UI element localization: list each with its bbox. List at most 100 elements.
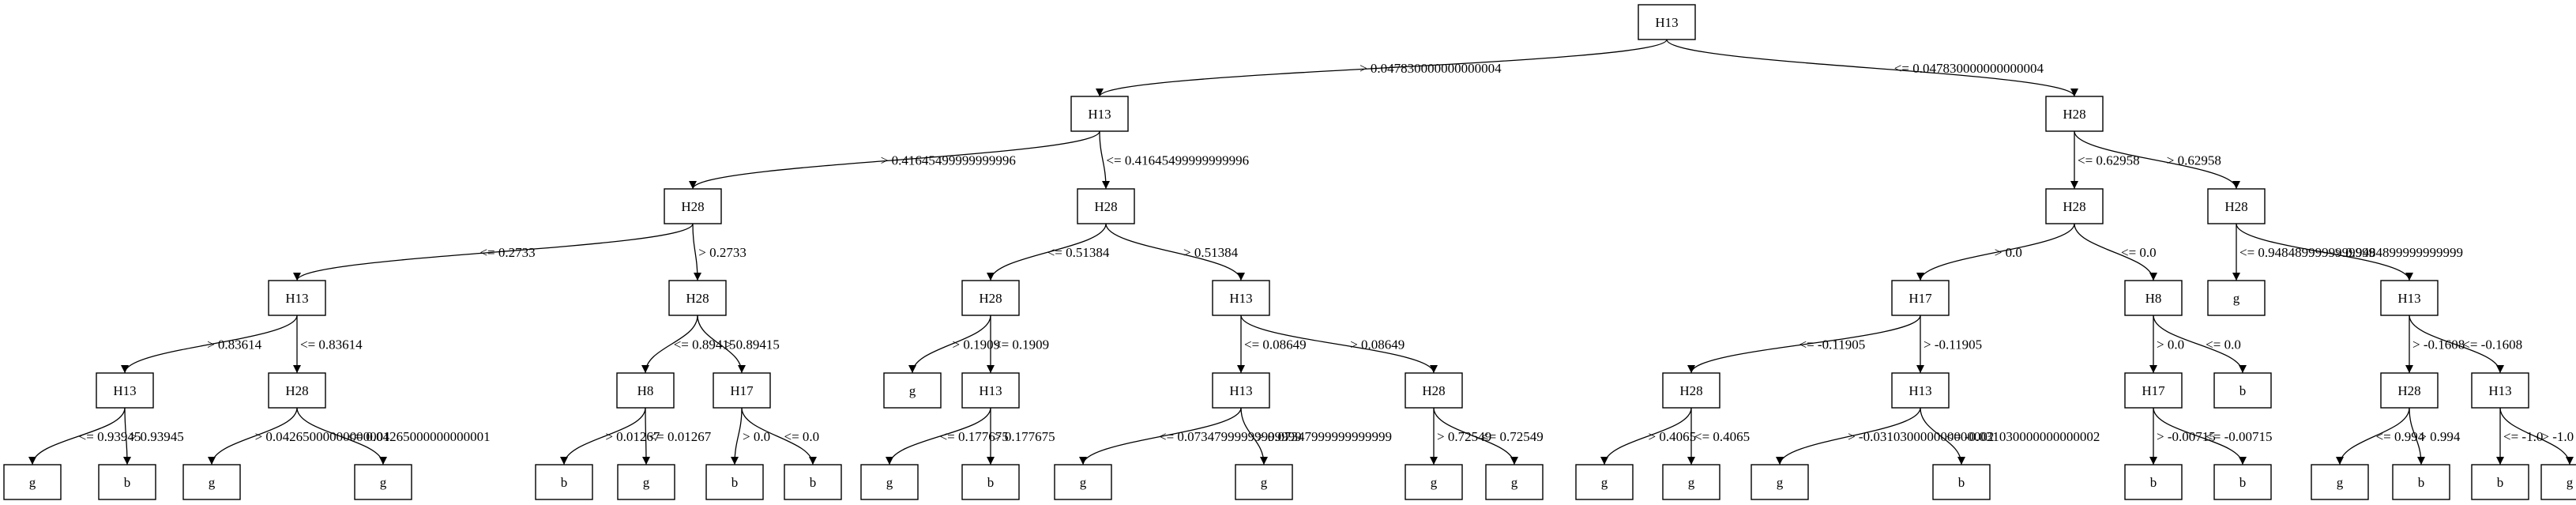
edge-n24-n44 <box>1600 407 1692 465</box>
edge-n1-n3 <box>1666 39 2078 97</box>
edge-n7-n15 <box>2236 223 2413 281</box>
node-box <box>1575 464 1634 500</box>
edge-label: > 0.04265000000000001 <box>255 429 390 444</box>
node-label: g <box>29 475 36 490</box>
edge-label: > 0.1909 <box>953 337 1001 352</box>
leaf-node-n52: b <box>2471 464 2529 500</box>
edge-n6-n12 <box>1916 223 2075 281</box>
leaf-node-n30: g <box>3 464 62 500</box>
node-label: H17 <box>2142 383 2165 398</box>
split-node-n24: H28 <box>1662 372 1720 409</box>
leaf-node-n41: g <box>1235 464 1293 500</box>
edge-label: <= 0.07347999999999999 <box>1159 429 1302 444</box>
edge-n8-n16 <box>121 315 298 374</box>
node-box <box>784 464 842 500</box>
node-box <box>1235 464 1293 500</box>
node-label: H13 <box>285 291 308 306</box>
edge-n25-n47 <box>1920 407 1965 465</box>
node-box <box>1638 4 1696 40</box>
edge-n1-n2 <box>1096 39 1668 97</box>
node-box <box>883 372 942 409</box>
node-box <box>2045 188 2104 224</box>
node-box <box>268 372 326 409</box>
node-box <box>98 464 156 500</box>
edge-label: <= 0.72549 <box>1481 429 1544 444</box>
edge-n26-n49 <box>2153 407 2247 465</box>
edge-label: > 0.2733 <box>698 245 746 260</box>
edge-label: > 0.51384 <box>1183 245 1239 260</box>
edge-n18-n35 <box>641 407 650 465</box>
node-box <box>2311 464 2369 500</box>
node-label: b <box>1958 475 1965 490</box>
leaf-node-n36: b <box>705 464 764 500</box>
split-node-n7: H28 <box>2207 188 2266 224</box>
node-box <box>1077 188 1135 224</box>
node-label: H17 <box>730 383 754 398</box>
node-label: g <box>2567 475 2574 490</box>
node-label: H28 <box>686 291 709 306</box>
edge-label: > 0.0 <box>2157 337 2184 352</box>
node-box <box>2207 280 2266 316</box>
node-label: H13 <box>1655 15 1678 30</box>
node-label: H17 <box>1908 291 1932 306</box>
node-label: b <box>2239 383 2247 398</box>
node-box <box>1891 280 1950 316</box>
split-node-n6: H28 <box>2045 188 2104 224</box>
edge-label: > 0.93945 <box>130 429 184 444</box>
node-box <box>1212 372 1270 409</box>
node-box <box>2207 188 2266 224</box>
node-box <box>2471 372 2529 409</box>
node-box <box>1932 464 1991 500</box>
node-box <box>1405 464 1463 500</box>
edge-label: > 0.62958 <box>2167 153 2221 168</box>
node-box <box>2124 280 2183 316</box>
edge-n13-n27 <box>2153 315 2247 374</box>
node-label: g <box>1431 475 1438 490</box>
node-box <box>2380 372 2439 409</box>
split-node-n22: H13 <box>1212 372 1270 409</box>
edge-n19-n36 <box>731 407 743 465</box>
edge-n28-n51 <box>2409 407 2425 465</box>
split-node-n28: H28 <box>2380 372 2439 409</box>
leaf-node-n31: b <box>98 464 156 500</box>
edges-layer <box>28 39 2574 465</box>
node-box <box>860 464 919 500</box>
edge-n2-n5 <box>1099 130 1110 190</box>
node-box <box>1751 464 1809 500</box>
edge-n16-n31 <box>122 407 131 465</box>
edge-label: <= -0.11905 <box>1799 337 1866 352</box>
edge-label: <= 0.994 <box>2376 429 2425 444</box>
leaf-node-n46: g <box>1751 464 1809 500</box>
edge-label: <= 0.4065 <box>1694 429 1750 444</box>
node-label: g <box>1261 475 1268 490</box>
edge-label: <= 0.0 <box>784 429 820 444</box>
node-label: g <box>1777 475 1784 490</box>
node-label: g <box>2233 291 2240 306</box>
edge-label: > 0.177675 <box>994 429 1055 444</box>
leaf-node-n35: g <box>617 464 675 500</box>
node-box <box>2471 464 2529 500</box>
node-label: H28 <box>1422 383 1445 398</box>
node-box <box>705 464 764 500</box>
node-label: H13 <box>1908 383 1931 398</box>
edge-n2-n4 <box>689 130 1100 190</box>
node-box <box>2540 464 2576 500</box>
split-node-n10: H28 <box>961 280 1020 316</box>
node-box <box>535 464 593 500</box>
split-node-n13: H8 <box>2124 280 2183 316</box>
edge-n15-n29 <box>2409 315 2504 374</box>
node-label: H13 <box>1088 107 1111 122</box>
node-box <box>2392 464 2450 500</box>
leaf-node-n47: b <box>1932 464 1991 500</box>
edge-label: <= -0.031030000000000002 <box>1946 429 2100 444</box>
split-node-n19: H17 <box>713 372 771 409</box>
edge-n12-n24 <box>1687 315 1921 374</box>
node-box <box>616 372 675 409</box>
node-label: b <box>2239 475 2247 490</box>
edge-label: > 0.4065 <box>1649 429 1697 444</box>
edge-label: <= 0.9484899999999999 <box>2239 245 2375 260</box>
edge-label: > 0.994 <box>2419 429 2461 444</box>
node-box <box>2380 280 2439 316</box>
split-node-n18: H8 <box>616 372 675 409</box>
node-box <box>961 372 1020 409</box>
